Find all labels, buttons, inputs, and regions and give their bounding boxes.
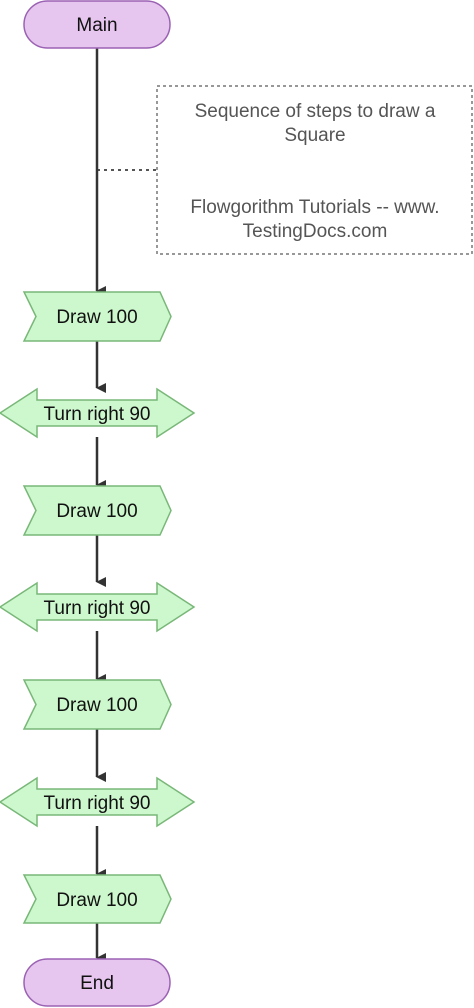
output-label: Draw 100 [56,890,137,911]
output-shape [22,874,172,924]
comment-line-4: TestingDocs.com [243,221,388,242]
end-terminal-shape [23,958,171,1007]
output-step: Draw 100 [22,291,172,342]
output-label: Draw 100 [56,501,137,522]
call-label: Turn right 90 [43,404,150,425]
output-shape [22,291,172,342]
comment-line-3: Flowgorithm Tutorials -- www. [190,197,439,218]
call-step: Turn right 90 [0,776,196,828]
end-terminal: End [23,958,171,1007]
output-shape [22,485,172,536]
start-terminal: Main [23,0,171,49]
call-shape [0,776,196,828]
output-step: Draw 100 [22,874,172,924]
end-label: End [80,973,114,994]
comment-box: Sequence of steps to draw a Square Flowg… [97,85,473,255]
call-label: Turn right 90 [43,793,150,814]
comment-line-2: Square [284,125,345,146]
output-step: Draw 100 [22,679,172,730]
call-step: Turn right 90 [0,387,196,439]
output-label: Draw 100 [56,307,137,328]
start-label: Main [76,15,117,36]
output-shape [22,679,172,730]
call-label: Turn right 90 [43,598,150,619]
call-step: Turn right 90 [0,581,196,633]
output-label: Draw 100 [56,695,137,716]
call-shape [0,581,196,633]
comment-border [156,85,473,255]
start-terminal-shape [23,0,171,49]
comment-line-1: Sequence of steps to draw a [195,101,436,122]
output-step: Draw 100 [22,485,172,536]
call-shape [0,387,196,439]
